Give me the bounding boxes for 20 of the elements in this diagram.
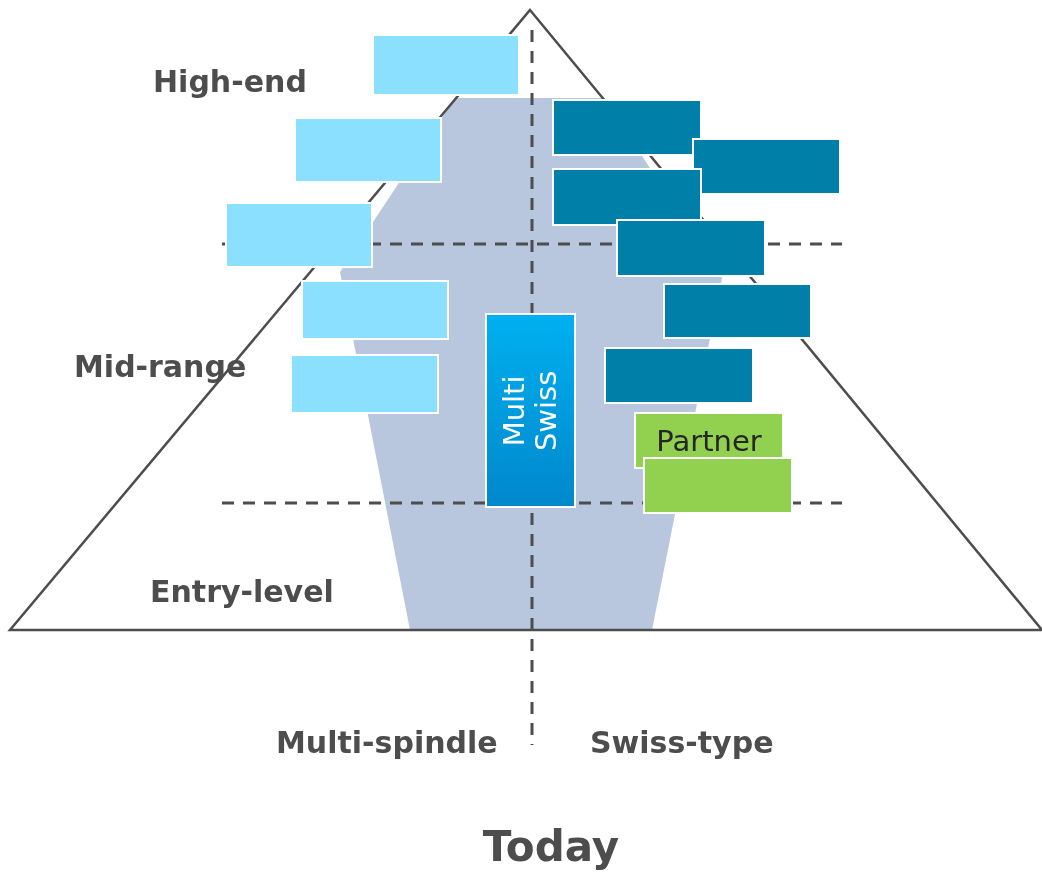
segment-label: High-end bbox=[153, 64, 307, 99]
product-box bbox=[663, 283, 812, 339]
product-box bbox=[604, 347, 754, 404]
product-label: Multi Swiss bbox=[498, 369, 563, 453]
product-box bbox=[294, 117, 442, 183]
product-box bbox=[225, 202, 373, 268]
product-box bbox=[552, 168, 702, 226]
segment-label: Multi-spindle bbox=[276, 725, 498, 760]
product-label: Partner bbox=[656, 423, 762, 458]
product-box bbox=[372, 34, 520, 96]
product-box bbox=[485, 313, 576, 508]
title: Today bbox=[481, 822, 621, 871]
product-box bbox=[616, 219, 766, 277]
segment-label: Swiss-type bbox=[590, 725, 774, 760]
product-box bbox=[643, 457, 793, 514]
product-box bbox=[692, 138, 841, 195]
product-box bbox=[290, 354, 439, 414]
segment-label: Entry-level bbox=[150, 574, 334, 609]
product-box bbox=[552, 99, 702, 156]
product-box bbox=[301, 280, 449, 340]
